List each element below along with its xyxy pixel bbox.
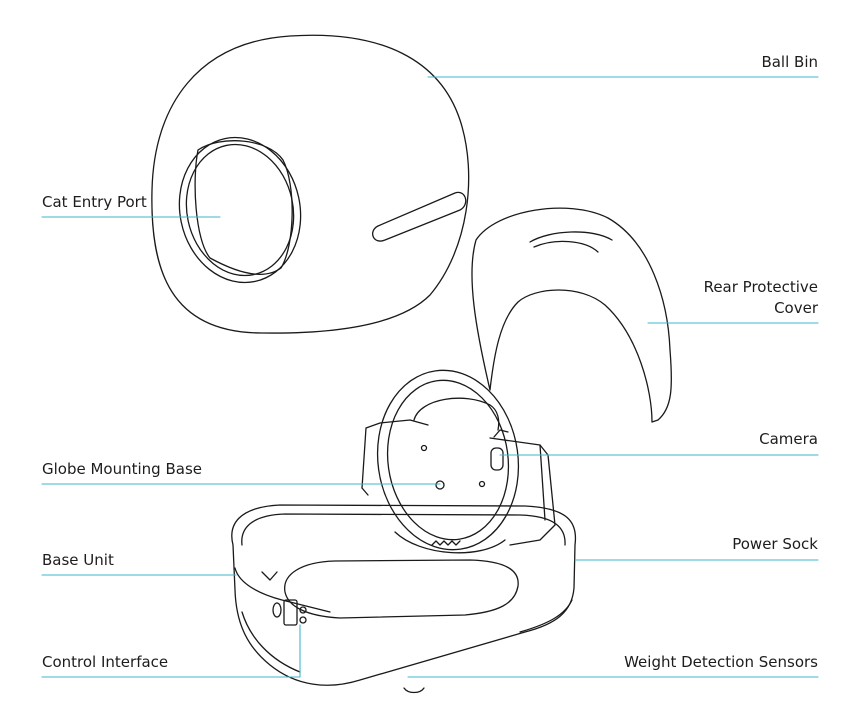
leader-control-interface xyxy=(41,624,301,678)
leader-lines xyxy=(41,76,819,678)
rear-protective-cover xyxy=(471,207,672,423)
globe-mounting-base xyxy=(361,369,556,554)
label-power-sock: Power Sock xyxy=(732,535,818,553)
label-cat-entry-port: Cat Entry Port xyxy=(42,193,147,211)
control-panel xyxy=(272,599,307,626)
label-globe-mounting-base: Globe Mounting Base xyxy=(42,460,202,478)
cat-entry-port-opening xyxy=(178,136,302,284)
label-rear-cover-line2: Cover xyxy=(774,299,818,317)
base-unit xyxy=(231,504,577,694)
label-camera: Camera xyxy=(759,430,818,448)
ball-bin-shell xyxy=(151,34,470,334)
label-ball-bin: Ball Bin xyxy=(761,53,818,71)
label-rear-cover-line1: Rear Protective xyxy=(703,278,818,296)
label-weight-sensors: Weight Detection Sensors xyxy=(624,653,818,671)
label-control-interface: Control Interface xyxy=(42,653,169,671)
label-base-unit: Base Unit xyxy=(42,551,114,569)
